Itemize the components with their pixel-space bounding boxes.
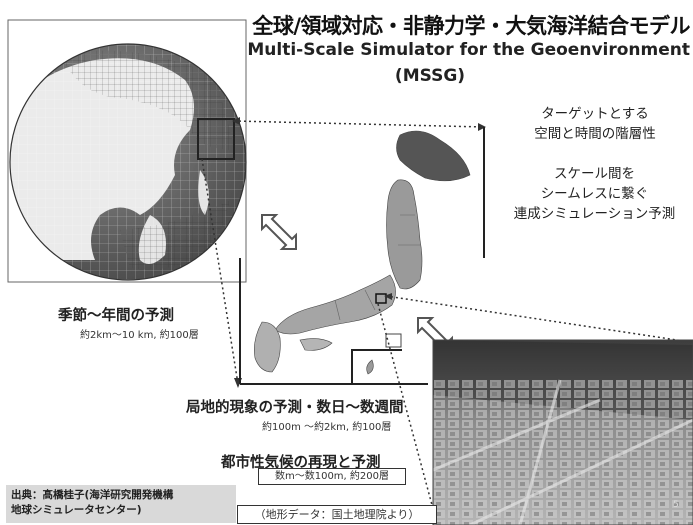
japan-map-frame — [239, 127, 485, 385]
japan-region-highlight — [375, 293, 387, 304]
globe-figure — [9, 43, 247, 281]
connector-japan-city — [385, 295, 691, 343]
global-scale-detail: 約2km～10 km, 約100層 — [80, 330, 199, 341]
seamless-line-1: スケール間を — [554, 166, 635, 182]
source-line-2: 地球シミュレータセンター) — [11, 504, 142, 516]
double-arrow-globe-japan — [261, 214, 297, 250]
global-scale-caption: 季節～年間の予測 約2km～10 km, 約100層 — [58, 304, 238, 341]
title-abbreviation: (MSSG) — [394, 66, 466, 86]
title-japanese: 全球/領域対応・非静力学・大気海洋結合モデル — [252, 14, 690, 38]
source-line-1: 出典：髙橋桂子(海洋研究開発機構 — [11, 489, 174, 501]
title-english: Multi-Scale Simulator for the Geoenviron… — [247, 40, 690, 60]
city-simulation-image — [432, 339, 693, 525]
target-line-2: 空間と時間の階層性 — [534, 126, 656, 142]
regional-scale-detail: 約100m ～約2km, 約100層 — [262, 422, 392, 433]
source-citation: 出典：髙橋桂子(海洋研究開発機構 地球シミュレータセンター) — [6, 485, 236, 523]
globe-region-highlight — [197, 118, 235, 160]
seamless-line-2: シームレスに繋ぐ — [540, 186, 649, 202]
target-line-1: ターゲットとする — [541, 106, 649, 122]
seamless-note: スケール間を シームレスに繋ぐ 連成シミュレーション予測 — [496, 164, 693, 224]
regional-scale-label: 局地的現象の予測・数日～数週間 — [186, 400, 404, 416]
connector-globe-japan-top — [233, 120, 485, 128]
urban-scale-label: 都市性気候の再現と予測 — [221, 455, 381, 471]
page-number: 5 — [673, 500, 679, 510]
global-scale-label: 季節～年間の予測 — [58, 308, 174, 324]
seamless-line-3: 連成シミュレーション予測 — [513, 206, 676, 222]
regional-scale-caption: 局地的現象の予測・数日～数週間 約100m ～約2km, 約100層 — [186, 396, 426, 433]
map-data-credit: （地形データ：国土地理院より） — [237, 505, 437, 524]
target-note: ターゲットとする 空間と時間の階層性 — [500, 104, 690, 144]
urban-scale-detail: 数m～数100m, 約200層 — [258, 468, 406, 485]
japan-map — [254, 130, 471, 375]
